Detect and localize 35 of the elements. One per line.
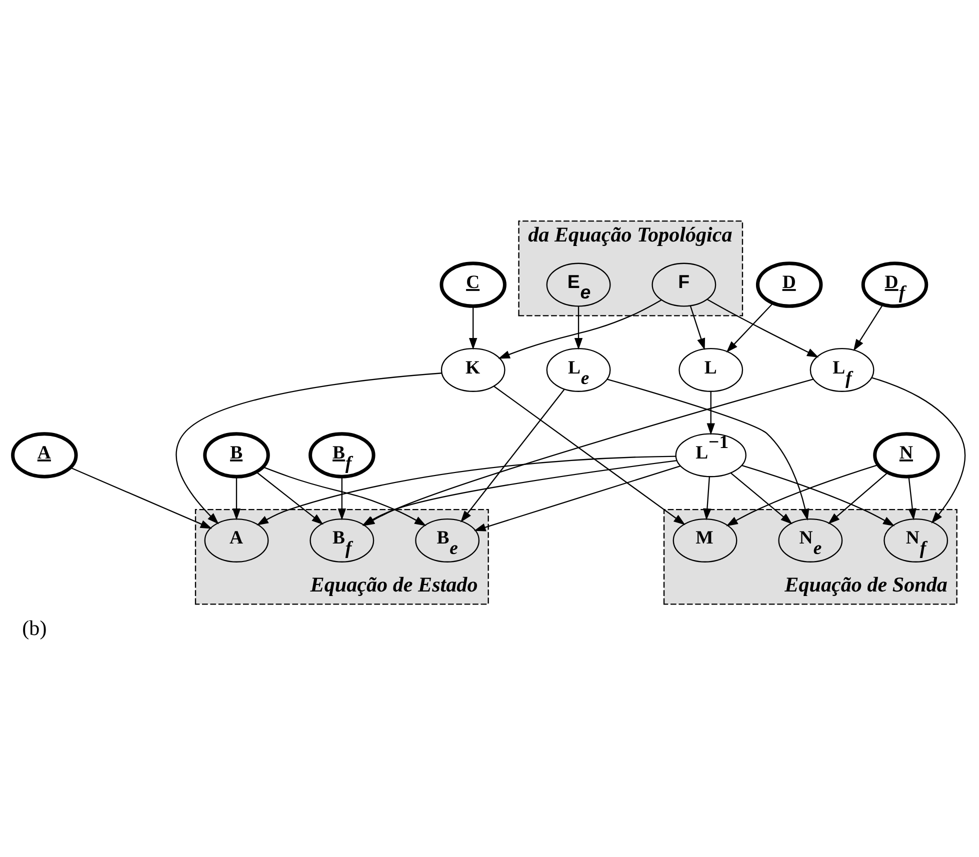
arrow bbox=[338, 476, 346, 520]
arrow bbox=[498, 299, 662, 358]
node-ellipse: C bbox=[440, 261, 506, 308]
node-ellipse: B bbox=[203, 432, 270, 478]
arrow bbox=[232, 476, 241, 520]
arrow bbox=[726, 302, 774, 352]
arrow bbox=[828, 472, 888, 524]
arrow bbox=[256, 471, 324, 524]
arrow bbox=[607, 378, 810, 520]
arrow bbox=[574, 306, 583, 350]
node-ellipse: L bbox=[678, 348, 744, 392]
node-ellipse: A bbox=[11, 432, 78, 478]
arrow bbox=[742, 464, 895, 526]
arrow bbox=[707, 298, 819, 357]
caption: (b) bbox=[22, 616, 47, 640]
node-ellipse: K bbox=[440, 348, 506, 392]
arrow bbox=[690, 305, 706, 350]
arrow bbox=[706, 391, 715, 434]
node-ellipse: M bbox=[672, 518, 738, 562]
arrow bbox=[474, 464, 681, 531]
arrow bbox=[460, 388, 565, 522]
node-ellipse: F bbox=[652, 262, 716, 306]
arrow bbox=[726, 464, 878, 526]
arrow bbox=[176, 372, 442, 524]
arrow bbox=[853, 304, 884, 350]
arrow bbox=[494, 385, 686, 525]
arrow bbox=[703, 476, 712, 520]
arrow bbox=[908, 476, 916, 520]
arrow bbox=[871, 376, 966, 523]
node-ellipse: D bbox=[756, 261, 823, 308]
node-ellipse: N bbox=[873, 432, 940, 478]
node-ellipse: A bbox=[204, 518, 269, 562]
arrow bbox=[70, 466, 212, 528]
arrow bbox=[730, 472, 792, 524]
arrow bbox=[469, 306, 478, 350]
